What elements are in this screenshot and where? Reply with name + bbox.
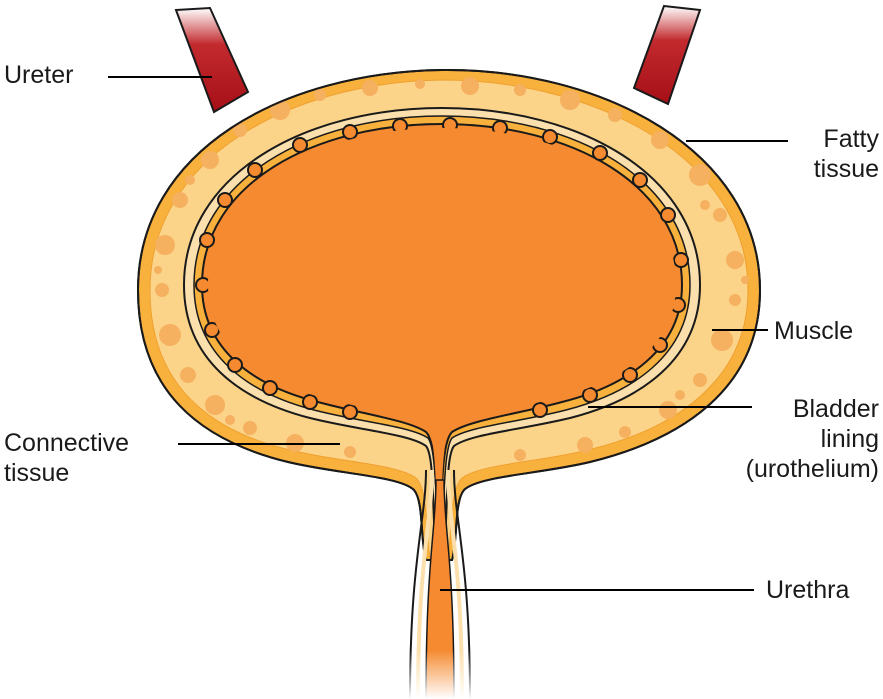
- label-fatty-tissue-line1: Fatty: [814, 124, 879, 154]
- label-ureter: Ureter: [4, 60, 73, 90]
- label-fatty-tissue-line2: tissue: [814, 154, 879, 184]
- label-urethra: Urethra: [766, 575, 849, 605]
- label-bladder-lining-line1: Bladder: [746, 394, 879, 424]
- label-bladder-lining-line2: lining: [746, 424, 879, 454]
- label-connective-tissue: Connective tissue: [4, 428, 129, 488]
- label-bladder-lining-line3: (urothelium): [746, 454, 879, 484]
- label-urethra-text: Urethra: [766, 575, 849, 605]
- ureter-left: [176, 8, 248, 112]
- label-connective-tissue-line2: tissue: [4, 458, 129, 488]
- ureter-right: [634, 6, 700, 104]
- label-ureter-text: Ureter: [4, 60, 73, 90]
- label-connective-tissue-line1: Connective: [4, 428, 129, 458]
- label-fatty-tissue: Fatty tissue: [814, 124, 879, 184]
- label-muscle: Muscle: [774, 316, 853, 346]
- label-bladder-lining: Bladder lining (urothelium): [746, 394, 879, 484]
- urethra: [400, 470, 480, 699]
- label-muscle-text: Muscle: [774, 316, 853, 346]
